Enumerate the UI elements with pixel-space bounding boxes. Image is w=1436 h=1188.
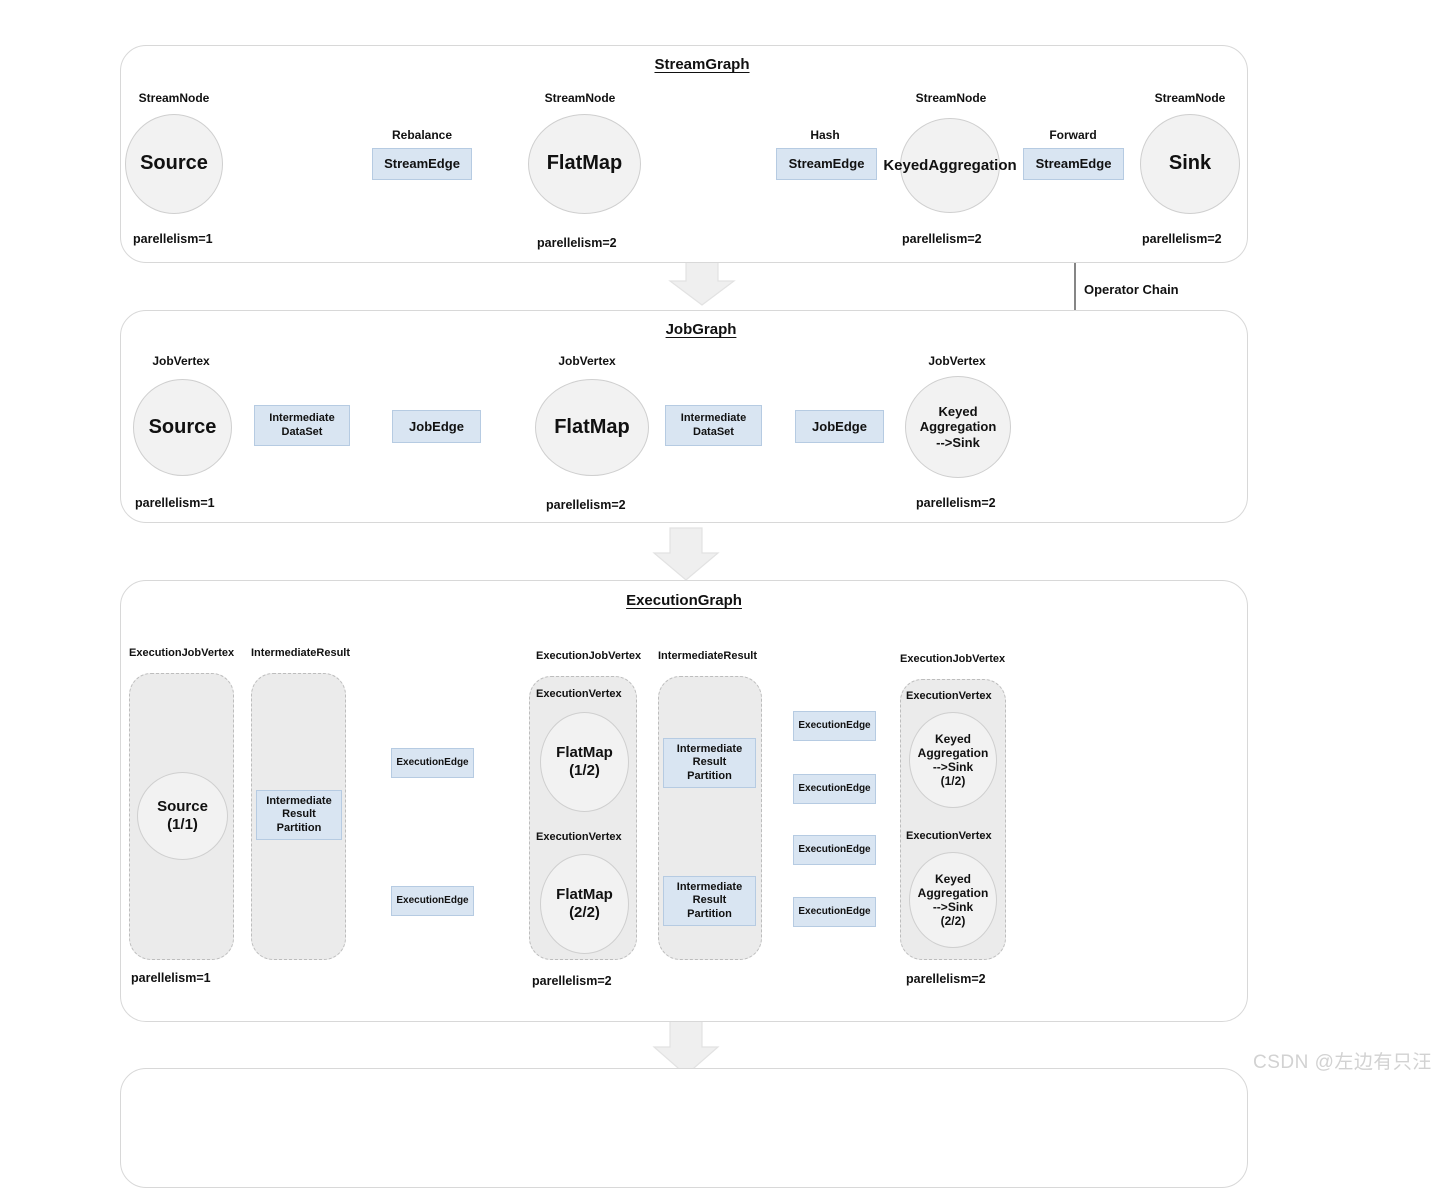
intermediate-result-partition-2[interactable]: Intermediate Result Partition bbox=[663, 738, 756, 788]
irp-line-2: Result bbox=[282, 808, 316, 821]
execution-edge-s2[interactable]: ExecutionEdge bbox=[391, 886, 474, 916]
operator-chain-label: Operator Chain bbox=[1084, 282, 1179, 297]
node-line-1: Keyed bbox=[934, 871, 971, 886]
group-label-ejv-flatmap: ExecutionJobVertex bbox=[536, 650, 642, 662]
panel-title-executiongraph: ExecutionGraph bbox=[626, 592, 742, 609]
node-line-2: Aggregation bbox=[928, 156, 1017, 174]
parallelism-source-jobgraph: parellelism=1 bbox=[135, 496, 215, 510]
node-line-3: -->Sink bbox=[932, 900, 974, 914]
intermediate-dataset-2[interactable]: Intermediate DataSet bbox=[665, 405, 762, 446]
node-source-executiongraph[interactable]: Source (1/1) bbox=[137, 772, 228, 860]
diagram-canvas: StreamGraph StreamNode Source parellelis… bbox=[120, 45, 1432, 1188]
irp-line-2: Result bbox=[692, 894, 727, 907]
panel-title-jobgraph: JobGraph bbox=[665, 321, 737, 338]
flow-arrow-2 bbox=[652, 527, 720, 581]
node-keyed-aggregation-streamgraph[interactable]: Keyed Aggregation bbox=[883, 118, 1017, 213]
group-label-ev-keyed-2: ExecutionVertex bbox=[906, 830, 992, 842]
irp-line-3: Partition bbox=[687, 769, 732, 782]
panel-title-streamgraph: StreamGraph bbox=[654, 56, 750, 73]
execution-edge-k2[interactable]: ExecutionEdge bbox=[793, 774, 876, 804]
ids-line-2: DataSet bbox=[281, 425, 323, 438]
node-sink-streamgraph[interactable]: Sink bbox=[1140, 114, 1240, 214]
group-label-ejv-keyed: ExecutionJobVertex bbox=[900, 653, 1006, 665]
parallelism-keyed-executiongraph: parellelism=2 bbox=[906, 972, 986, 986]
intermediate-dataset-1[interactable]: Intermediate DataSet bbox=[254, 405, 350, 446]
streamnode-label-keyed-aggregation: StreamNode bbox=[915, 91, 987, 105]
node-line-1: Source bbox=[157, 798, 208, 816]
parallelism-flatmap-streamgraph: parellelism=2 bbox=[537, 236, 617, 250]
streamnode-label-sink: StreamNode bbox=[1154, 91, 1226, 105]
streamedge-forward[interactable]: StreamEdge bbox=[1023, 148, 1124, 180]
streamedge-rebalance[interactable]: StreamEdge bbox=[372, 148, 472, 180]
node-line-4: (1/2) bbox=[940, 774, 966, 789]
group-label-ir-2: IntermediateResult bbox=[658, 650, 758, 662]
streamnode-label-flatmap: StreamNode bbox=[544, 91, 616, 105]
execution-edge-s1[interactable]: ExecutionEdge bbox=[391, 748, 474, 778]
ids-line-1: Intermediate bbox=[269, 412, 335, 425]
edge-strategy-rebalance: Rebalance bbox=[391, 128, 453, 142]
node-line-2: Aggregation bbox=[919, 419, 997, 435]
node-source-jobgraph[interactable]: Source bbox=[133, 379, 232, 476]
node-source-streamgraph[interactable]: Source bbox=[125, 114, 223, 214]
node-line-2: Aggregation bbox=[917, 745, 989, 760]
irp-line-2: Result bbox=[692, 756, 727, 769]
streamnode-label-source: StreamNode bbox=[138, 91, 210, 105]
node-keyed-2-executiongraph[interactable]: Keyed Aggregation -->Sink (2/2) bbox=[909, 852, 997, 948]
group-label-ir-1: IntermediateResult bbox=[251, 647, 351, 659]
node-line-1: Keyed bbox=[883, 156, 929, 174]
execution-edge-k4[interactable]: ExecutionEdge bbox=[793, 897, 876, 927]
intermediate-result-partition-3[interactable]: Intermediate Result Partition bbox=[663, 876, 756, 926]
node-line-3: -->Sink bbox=[936, 434, 980, 450]
node-keyed-1-executiongraph[interactable]: Keyed Aggregation -->Sink (1/2) bbox=[909, 712, 997, 808]
node-line-3: -->Sink bbox=[932, 760, 974, 774]
node-flatmap-2-executiongraph[interactable]: FlatMap (2/2) bbox=[540, 854, 629, 954]
streamedge-hash[interactable]: StreamEdge bbox=[776, 148, 877, 180]
jobedge-1[interactable]: JobEdge bbox=[392, 410, 481, 443]
jobvertex-label-keyed: JobVertex bbox=[928, 354, 986, 368]
intermediate-result-partition-1[interactable]: Intermediate Result Partition bbox=[256, 790, 342, 840]
group-label-ev-flatmap-2: ExecutionVertex bbox=[536, 831, 622, 843]
irp-line-1: Intermediate bbox=[676, 743, 743, 756]
group-label-ev-flatmap-1: ExecutionVertex bbox=[536, 688, 622, 700]
watermark-credit: CSDN @左边有只汪 bbox=[1253, 1052, 1432, 1073]
node-flatmap-streamgraph[interactable]: FlatMap bbox=[528, 114, 641, 214]
panel-next-partial bbox=[120, 1068, 1248, 1188]
jobvertex-label-source: JobVertex bbox=[152, 354, 210, 368]
node-keyed-aggregation-jobgraph[interactable]: Keyed Aggregation -->Sink bbox=[905, 376, 1011, 478]
node-line-2: (1/1) bbox=[167, 816, 198, 833]
ids-line-2: DataSet bbox=[693, 425, 734, 438]
jobvertex-label-flatmap: JobVertex bbox=[558, 354, 616, 368]
parallelism-source-streamgraph: parellelism=1 bbox=[133, 232, 213, 246]
edge-strategy-hash: Hash bbox=[810, 128, 840, 142]
parallelism-flatmap-executiongraph: parellelism=2 bbox=[532, 974, 612, 988]
parallelism-sink-streamgraph: parellelism=2 bbox=[1142, 232, 1222, 246]
ids-line-1: Intermediate bbox=[680, 412, 747, 425]
parallelism-keyed-streamgraph: parellelism=2 bbox=[902, 232, 982, 246]
node-line-1: FlatMap bbox=[556, 886, 613, 904]
group-label-ev-keyed-1: ExecutionVertex bbox=[906, 690, 992, 702]
edge-strategy-forward: Forward bbox=[1049, 128, 1097, 142]
flow-arrow-1 bbox=[668, 257, 736, 306]
execution-edge-k3[interactable]: ExecutionEdge bbox=[793, 835, 876, 865]
parallelism-flatmap-jobgraph: parellelism=2 bbox=[546, 498, 626, 512]
node-line-2: (1/2) bbox=[569, 762, 600, 779]
node-line-2: (2/2) bbox=[569, 904, 600, 921]
node-line-1: Keyed bbox=[934, 731, 971, 746]
node-line-1: FlatMap bbox=[556, 744, 613, 762]
parallelism-source-executiongraph: parellelism=1 bbox=[131, 971, 211, 985]
node-flatmap-jobgraph[interactable]: FlatMap bbox=[535, 379, 649, 476]
flow-arrow-3 bbox=[652, 1019, 720, 1076]
irp-line-3: Partition bbox=[687, 907, 732, 920]
parallelism-keyed-jobgraph: parellelism=2 bbox=[916, 496, 996, 510]
node-line-4: (2/2) bbox=[940, 914, 966, 929]
node-line-1: Keyed bbox=[938, 404, 978, 419]
irp-line-1: Intermediate bbox=[676, 881, 743, 894]
jobedge-2[interactable]: JobEdge bbox=[795, 410, 884, 443]
execution-edge-k1[interactable]: ExecutionEdge bbox=[793, 711, 876, 741]
group-label-ejv-source: ExecutionJobVertex bbox=[129, 647, 235, 659]
irp-line-3: Partition bbox=[276, 821, 322, 834]
irp-line-1: Intermediate bbox=[266, 795, 332, 808]
node-line-2: Aggregation bbox=[917, 885, 989, 900]
node-flatmap-1-executiongraph[interactable]: FlatMap (1/2) bbox=[540, 712, 629, 812]
